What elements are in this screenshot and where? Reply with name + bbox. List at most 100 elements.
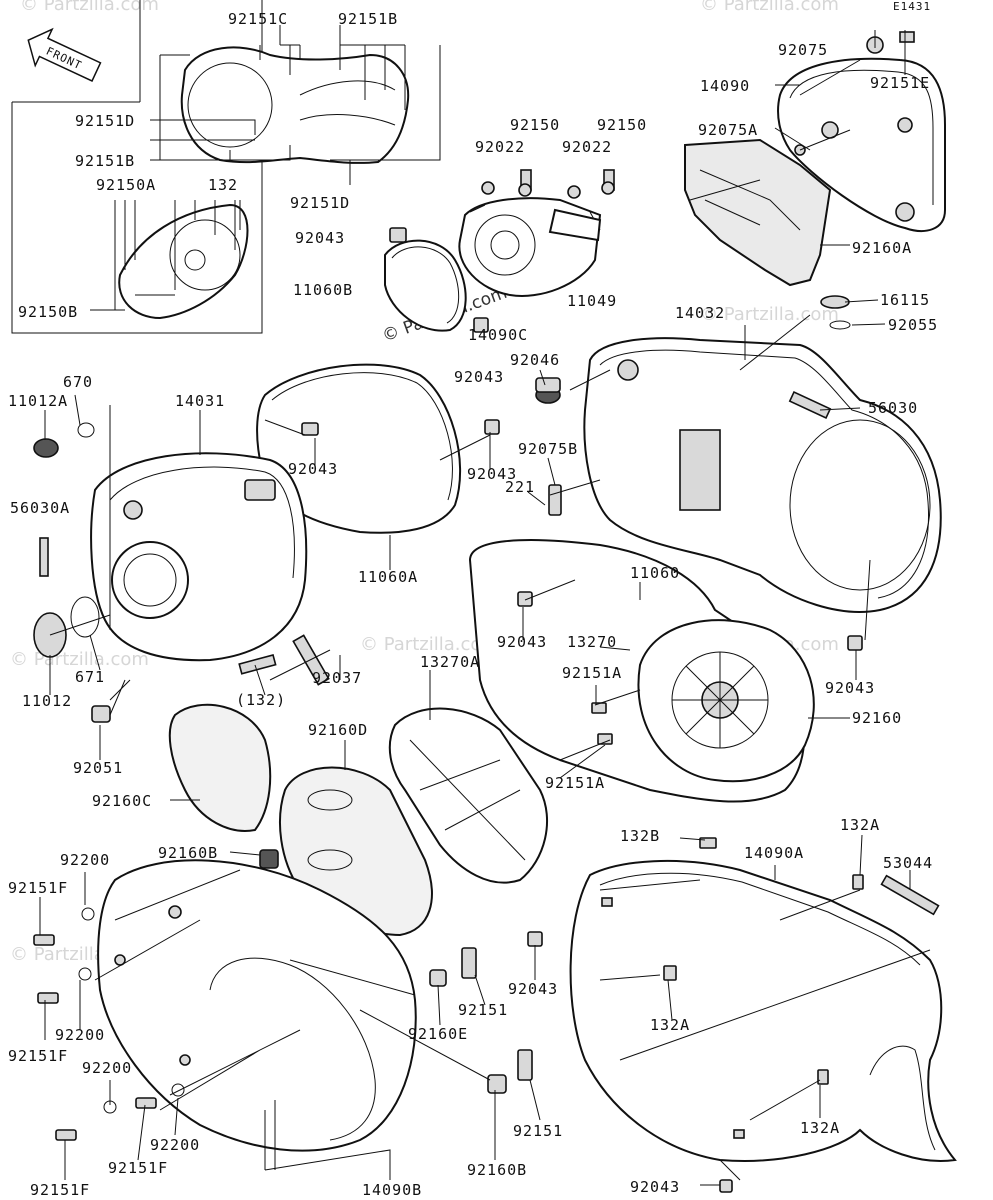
callout-56030A: 56030A (10, 499, 70, 517)
callout-671: 671 (75, 668, 105, 686)
callout-14090C: 14090C (468, 326, 528, 344)
callout-92043: 92043 (454, 368, 504, 386)
callout-92160: 92160 (852, 709, 902, 727)
inset-inner-cover (118, 203, 249, 320)
callout-11012: 11012 (22, 692, 72, 710)
callout-92151C: 92151C (228, 10, 288, 28)
front-arrow-icon: FRONT (27, 27, 102, 82)
callout-14032: 14032 (675, 304, 725, 322)
callout-labels: 92151C 92151B 92151D 92151B 92151D 92150… (8, 10, 938, 1199)
insulator-92160A (684, 138, 832, 287)
dowel-92046 (535, 377, 561, 404)
outer-cover-14090A (569, 859, 957, 1162)
callout-92037: 92037 (312, 669, 362, 687)
bottom-right-fasteners (663, 837, 940, 1193)
callout-92151B: 92151B (75, 152, 135, 170)
callout-92043: 92043 (630, 1178, 680, 1196)
watermark-text: © Partzilla.com (10, 649, 149, 670)
callout-53044: 53044 (883, 854, 933, 872)
callout-92151A: 92151A (545, 774, 605, 792)
callout-92043: 92043 (508, 980, 558, 998)
callout-13270A: 13270A (420, 653, 480, 671)
callout-14031: 14031 (175, 392, 225, 410)
callout-92151B: 92151B (338, 10, 398, 28)
callout-92046: 92046 (510, 351, 560, 369)
watermark-text: © Partzilla.com (360, 634, 499, 655)
callout-92151D: 92151D (290, 194, 350, 212)
callout-92151A: 92151A (562, 664, 622, 682)
callout-14090: 14090 (700, 77, 750, 95)
watermark-text: © Partzilla.com (700, 0, 839, 15)
callout-132-ref: (132) (236, 691, 286, 709)
callout-92075A: 92075A (698, 121, 758, 139)
callout-92022: 92022 (475, 138, 525, 156)
callout-92022: 92022 (562, 138, 612, 156)
callout-132A: 132A (650, 1016, 690, 1034)
leader-lines (39, 30, 911, 1186)
gasket-11049 (548, 208, 602, 242)
callout-92200: 92200 (60, 851, 110, 869)
callout-92043: 92043 (467, 465, 517, 483)
callout-221: 221 (505, 478, 535, 496)
callout-132: 132 (208, 176, 238, 194)
callout-11049: 11049 (567, 292, 617, 310)
callout-92051: 92051 (73, 759, 123, 777)
callout-11060A: 11060A (358, 568, 418, 586)
plate-13270A (388, 707, 548, 884)
callout-92043: 92043 (288, 460, 338, 478)
callout-92160A: 92160A (852, 239, 912, 257)
bottom-left-fasteners (33, 849, 543, 1141)
callout-92151D: 92151D (75, 112, 135, 130)
callout-13270: 13270 (567, 633, 617, 651)
watermark-text: © Partzilla.com (20, 0, 159, 15)
callout-92160D: 92160D (308, 721, 368, 739)
diagram-code: E1431 (893, 0, 931, 13)
small-dowels-top (389, 169, 615, 333)
gasket-11060B (384, 239, 467, 332)
gasket-11060A (256, 363, 500, 534)
outer-cover-14032 (583, 337, 942, 613)
callout-92075B: 92075B (518, 440, 578, 458)
callout-56030: 56030 (868, 399, 918, 417)
outer-housing-small (458, 197, 602, 297)
callout-92160E: 92160E (408, 1025, 468, 1043)
callout-92150A: 92150A (96, 176, 156, 194)
bolts-92151A (591, 702, 613, 745)
inset-outer-cover (180, 46, 410, 164)
callout-132A: 132A (800, 1119, 840, 1137)
callout-92160B: 92160B (158, 844, 218, 862)
inset-leader-lines (90, 25, 441, 311)
callout-16115: 16115 (880, 291, 930, 309)
callout-92151F: 92151F (8, 879, 68, 897)
callout-92160B: 92160B (467, 1161, 527, 1179)
callout-92151: 92151 (513, 1122, 563, 1140)
callout-92151: 92151 (458, 1001, 508, 1019)
outer-cover-14031 (90, 452, 308, 662)
callout-132B: 132B (620, 827, 660, 845)
callout-92055: 92055 (888, 316, 938, 334)
callout-92043: 92043 (497, 633, 547, 651)
callout-92151F: 92151F (8, 1047, 68, 1065)
callout-92151F: 92151F (30, 1181, 90, 1199)
callout-92200: 92200 (150, 1136, 200, 1154)
dowel-right (847, 635, 863, 651)
callout-670: 670 (63, 373, 93, 391)
plate-92160C (168, 703, 272, 832)
callout-92075: 92075 (778, 41, 828, 59)
callout-92043: 92043 (825, 679, 875, 697)
callout-92151E: 92151E (870, 74, 930, 92)
callout-92150B: 92150B (18, 303, 78, 321)
callout-14090B: 14090B (362, 1181, 422, 1199)
alignment-lines (49, 59, 931, 1181)
callout-14090A: 14090A (744, 844, 804, 862)
callout-132A: 132A (840, 816, 880, 834)
callout-11012A: 11012A (8, 392, 68, 410)
callout-92043: 92043 (295, 229, 345, 247)
callout-92151F: 92151F (108, 1159, 168, 1177)
bracket-92075B (548, 484, 562, 516)
callout-92150: 92150 (597, 116, 647, 134)
callout-11060B: 11060B (293, 281, 353, 299)
inset-frame (11, 0, 263, 334)
